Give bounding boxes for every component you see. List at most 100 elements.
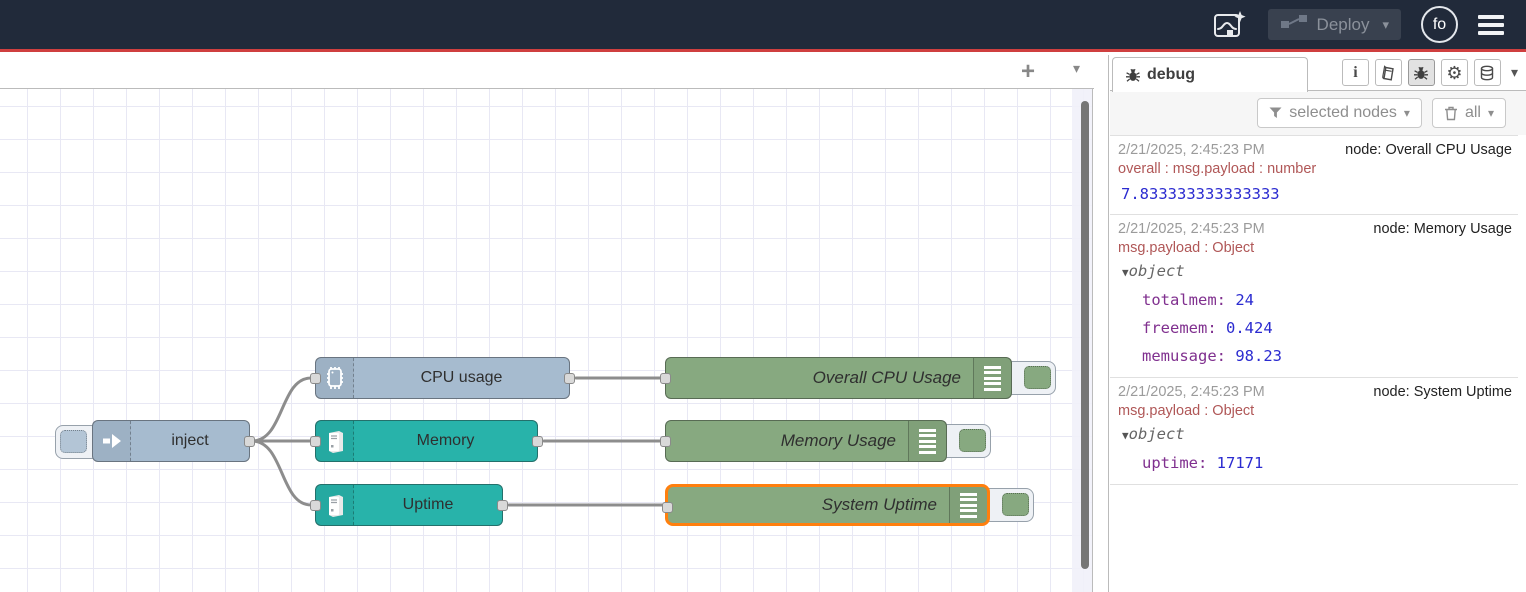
node-label: System Uptime xyxy=(821,495,937,514)
sidebar-tab-strip: debug i xyxy=(1110,55,1526,92)
node-label: Memory Usage xyxy=(780,431,896,450)
config-nodes-tab-button[interactable]: ⚙ xyxy=(1440,59,1468,86)
output-port[interactable] xyxy=(532,436,543,447)
node-memory[interactable]: Memory xyxy=(310,420,543,462)
debug-clear-label: all xyxy=(1464,104,1481,121)
node-inject[interactable]: inject xyxy=(92,420,255,462)
input-port[interactable] xyxy=(660,373,671,384)
canvas-vertical-scrollbar-track[interactable] xyxy=(1072,89,1092,592)
collapse-caret-icon[interactable]: ▼ xyxy=(1122,266,1129,279)
node-label: Overall CPU Usage xyxy=(812,368,961,387)
object-entry: uptime: 17171 xyxy=(1118,449,1512,477)
flow-list-chevron-down-icon[interactable]: ▾ xyxy=(1072,60,1080,76)
tab-debug-label: debug xyxy=(1147,66,1195,83)
node-label: inject xyxy=(171,432,209,449)
main-menu-icon[interactable] xyxy=(1478,14,1504,35)
entry-value: 0.424 xyxy=(1226,319,1273,337)
bug-icon xyxy=(1414,66,1429,80)
node-cpu-usage[interactable]: CPU usage xyxy=(310,357,575,399)
book-icon xyxy=(1382,64,1395,81)
input-port[interactable] xyxy=(310,500,321,511)
node-uptime[interactable]: Uptime xyxy=(310,484,508,526)
inject-trigger-inner xyxy=(60,430,87,453)
computer-tower-icon xyxy=(316,485,354,525)
wires xyxy=(250,376,664,507)
debug-toggle-inner xyxy=(959,429,986,452)
info-icon: i xyxy=(1353,63,1358,81)
collapse-caret-icon[interactable]: ▼ xyxy=(1122,429,1129,442)
debug-toggle-inner xyxy=(1024,366,1051,389)
debug-clear-button[interactable]: all ▾ xyxy=(1431,98,1506,128)
inject-trigger-button[interactable] xyxy=(55,425,99,459)
flow-tab-strip: + ▾ xyxy=(0,55,1094,89)
tab-debug[interactable]: debug xyxy=(1112,57,1308,92)
entry-value: 98.23 xyxy=(1235,347,1283,365)
message-timestamp: 2/21/2025, 2:45:23 PM xyxy=(1118,384,1265,400)
object-entry: totalmem: 24 xyxy=(1118,286,1512,314)
entry-key: totalmem: xyxy=(1142,291,1226,309)
deploy-icon xyxy=(1280,14,1308,35)
deploy-button[interactable]: Deploy ▾ xyxy=(1267,9,1401,40)
node-label: Uptime xyxy=(402,496,454,513)
help-tab-button[interactable] xyxy=(1374,59,1402,86)
message-meta: 2/21/2025, 2:45:23 PM node: System Uptim… xyxy=(1118,382,1512,402)
user-avatar[interactable]: fo xyxy=(1421,6,1458,43)
canvas-vertical-scrollbar-thumb[interactable] xyxy=(1081,101,1089,569)
bug-icon xyxy=(1126,68,1140,82)
header-bar: Deploy ▾ fo xyxy=(0,0,1526,52)
message-property: overall : msg.payload : number xyxy=(1118,161,1317,177)
object-entry: freemem: 0.424 xyxy=(1118,314,1512,342)
object-toggle[interactable]: ▼object xyxy=(1118,258,1512,286)
message-node-name: node: Memory Usage xyxy=(1373,221,1512,237)
node-label: Memory xyxy=(416,432,475,449)
entry-key: freemem: xyxy=(1142,319,1217,337)
message-meta: 2/21/2025, 2:45:23 PM node: Memory Usage xyxy=(1118,219,1512,239)
sidebar: debug i xyxy=(1110,55,1526,592)
debug-toolbar: selected nodes ▾ all ▾ xyxy=(1110,91,1526,135)
sidebar-icon-row: i xyxy=(1341,59,1518,86)
entry-key: memusage: xyxy=(1142,347,1226,365)
debug-message[interactable]: 2/21/2025, 2:45:23 PM node: Memory Usage… xyxy=(1110,215,1518,378)
deploy-chevron-down-icon[interactable]: ▾ xyxy=(1382,16,1389,32)
input-port[interactable] xyxy=(662,502,673,513)
node-debug-overall-cpu[interactable]: Overall CPU Usage xyxy=(660,357,1012,399)
input-port[interactable] xyxy=(310,373,321,384)
message-property: msg.payload : Object xyxy=(1118,240,1255,256)
debug-console-icon xyxy=(908,421,946,461)
object-toggle[interactable]: ▼object xyxy=(1118,421,1512,449)
sidebar-splitter[interactable] xyxy=(1094,55,1109,592)
context-data-tab-button[interactable] xyxy=(1473,59,1501,86)
debug-message-list: 2/21/2025, 2:45:23 PM node: Overall CPU … xyxy=(1110,135,1518,485)
input-port[interactable] xyxy=(310,436,321,447)
node-debug-system-uptime[interactable]: System Uptime xyxy=(662,484,990,526)
chevron-down-icon: ▾ xyxy=(1403,106,1410,120)
entry-value: 17171 xyxy=(1216,454,1264,472)
output-port[interactable] xyxy=(497,500,508,511)
debug-message[interactable]: 2/21/2025, 2:45:23 PM node: System Uptim… xyxy=(1110,378,1518,485)
message-node-name: node: System Uptime xyxy=(1373,384,1512,400)
node-debug-memory-usage[interactable]: Memory Usage xyxy=(660,420,947,462)
output-port[interactable] xyxy=(244,436,255,447)
input-port[interactable] xyxy=(660,436,671,447)
chevron-down-icon: ▾ xyxy=(1487,106,1494,120)
node-label: CPU usage xyxy=(420,369,503,386)
inject-arrow-icon xyxy=(93,421,131,461)
message-timestamp: 2/21/2025, 2:45:23 PM xyxy=(1118,142,1265,158)
flow-canvas[interactable]: inject CPU usage xyxy=(0,89,1093,592)
entry-value: 24 xyxy=(1235,291,1255,309)
debug-filter-button[interactable]: selected nodes ▾ xyxy=(1257,98,1422,128)
output-port[interactable] xyxy=(564,373,575,384)
avatar-initials: fo xyxy=(1432,15,1447,33)
add-flow-button[interactable]: + xyxy=(1020,58,1035,85)
message-property: msg.payload : Object xyxy=(1118,403,1255,419)
flow-assistant-icon[interactable] xyxy=(1212,9,1248,41)
message-meta: 2/21/2025, 2:45:23 PM node: Overall CPU … xyxy=(1118,140,1512,160)
object-label: object xyxy=(1128,425,1185,443)
info-tab-button[interactable]: i xyxy=(1341,59,1369,86)
sidebar-options-chevron-down-icon[interactable]: ▾ xyxy=(1510,64,1518,80)
debug-filter-label: selected nodes xyxy=(1289,104,1397,121)
debug-tab-button[interactable] xyxy=(1407,59,1435,86)
microchip-icon xyxy=(316,358,354,398)
debug-message[interactable]: 2/21/2025, 2:45:23 PM node: Overall CPU … xyxy=(1110,136,1518,215)
